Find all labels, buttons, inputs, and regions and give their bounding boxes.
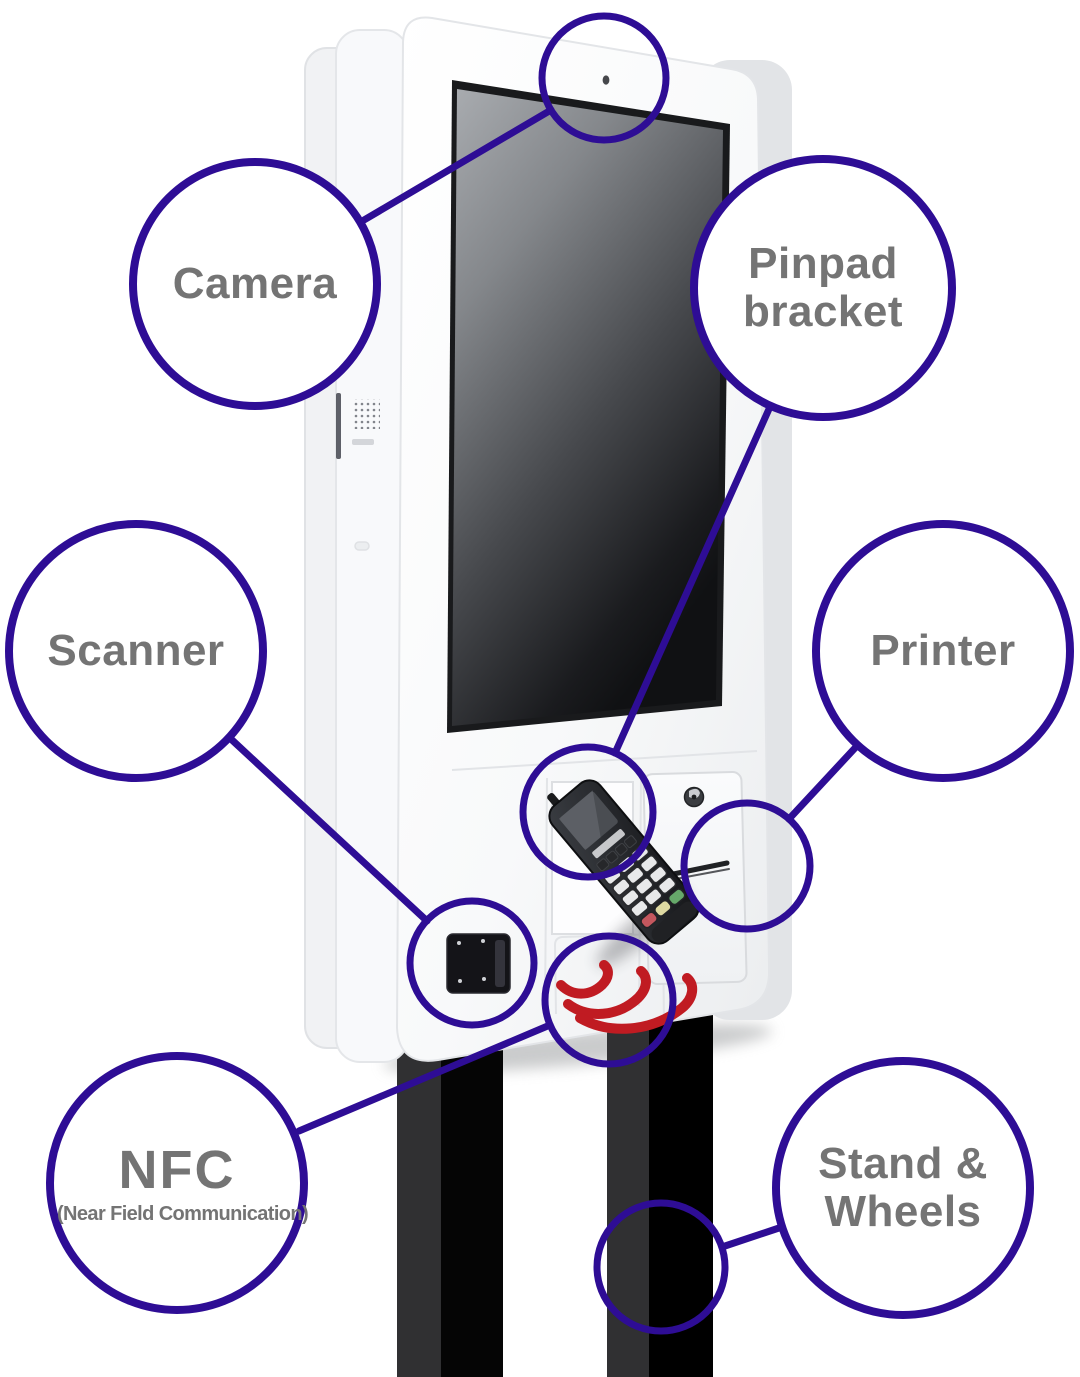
- callout-printer-label: Printer: [870, 625, 1016, 675]
- callout-pinpad-bracket-label: Pinpad bracket: [742, 238, 904, 336]
- callout-line-camera: [360, 106, 555, 224]
- callout-camera-label: Camera: [172, 258, 338, 308]
- callout-line-printer: [785, 744, 859, 823]
- highlight-rings: [406, 12, 814, 1335]
- callout-line-stand: [718, 1224, 783, 1251]
- stand-leg-left: [397, 1038, 503, 1377]
- callout-lines: [228, 106, 859, 1251]
- callout-line-pinpad: [611, 405, 773, 757]
- scanner-window: [446, 933, 511, 994]
- callout-nfc: NFC (Near Field Communication): [46, 1052, 309, 1314]
- screen: [447, 80, 730, 733]
- callout-printer: Printer: [812, 520, 1074, 782]
- callout-stand-wheels-label: Stand & Wheels: [818, 1138, 988, 1236]
- highlight-ring-printer: [680, 799, 814, 933]
- callout-nfc-label: NFC: [118, 1140, 236, 1201]
- camera-dot: [602, 75, 610, 85]
- highlight-ring-scanner: [406, 897, 538, 1029]
- highlight-ring-pinpad: [519, 743, 657, 881]
- bracket-logo: [352, 439, 374, 445]
- callout-nfc-sublabel: (Near Field Communication): [57, 1202, 309, 1225]
- callout-line-scanner: [228, 736, 431, 925]
- highlight-ring-camera: [538, 12, 670, 144]
- lock: [683, 786, 705, 808]
- highlight-ring-stand: [593, 1199, 729, 1335]
- callout-stand-wheels: Stand & Wheels: [772, 1057, 1034, 1319]
- callout-pinpad-bracket: Pinpad bracket: [690, 155, 956, 421]
- callout-scanner-label: Scanner: [47, 625, 225, 675]
- bracket-button: [354, 541, 370, 551]
- callout-scanner: Scanner: [5, 520, 267, 782]
- nfc-waves-icon: [556, 960, 698, 1034]
- speaker-grille: [352, 399, 380, 429]
- highlight-ring-nfc: [541, 932, 677, 1068]
- callout-line-nfc: [295, 1021, 554, 1135]
- bracket-groove: [336, 393, 341, 459]
- callout-camera: Camera: [129, 158, 381, 410]
